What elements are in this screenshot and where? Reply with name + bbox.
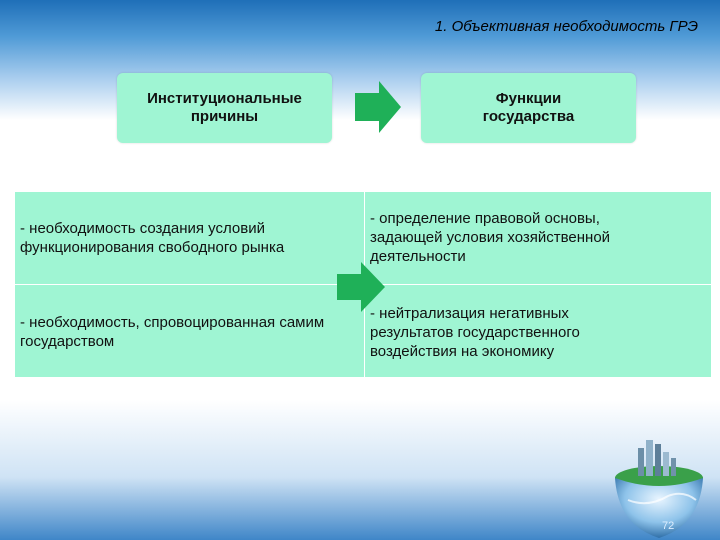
row-1-right: - определение правовой основы, задающей … — [370, 210, 611, 265]
header-state-functions: Функции государства — [421, 73, 636, 143]
slide-title: 1. Объективная необходимость ГРЭ — [434, 18, 698, 35]
page-number: 72 — [662, 520, 675, 532]
row-2-right: - нейтрализация негативных результатов г… — [370, 305, 580, 360]
globe-city-icon — [615, 440, 703, 538]
arrow-right-icon — [355, 81, 401, 133]
footer-gradient — [0, 400, 720, 540]
header-institutional-causes: Институциональные причины — [117, 73, 332, 143]
row-1-left: - необходимость создания условий функцио… — [20, 220, 285, 256]
arrow-right-icon — [337, 262, 385, 312]
header-right-label: Функции государства — [482, 90, 575, 125]
header-left-label: Институциональные причины — [147, 90, 302, 125]
row-2-left: - необходимость, спровоцированная самим … — [20, 314, 325, 350]
